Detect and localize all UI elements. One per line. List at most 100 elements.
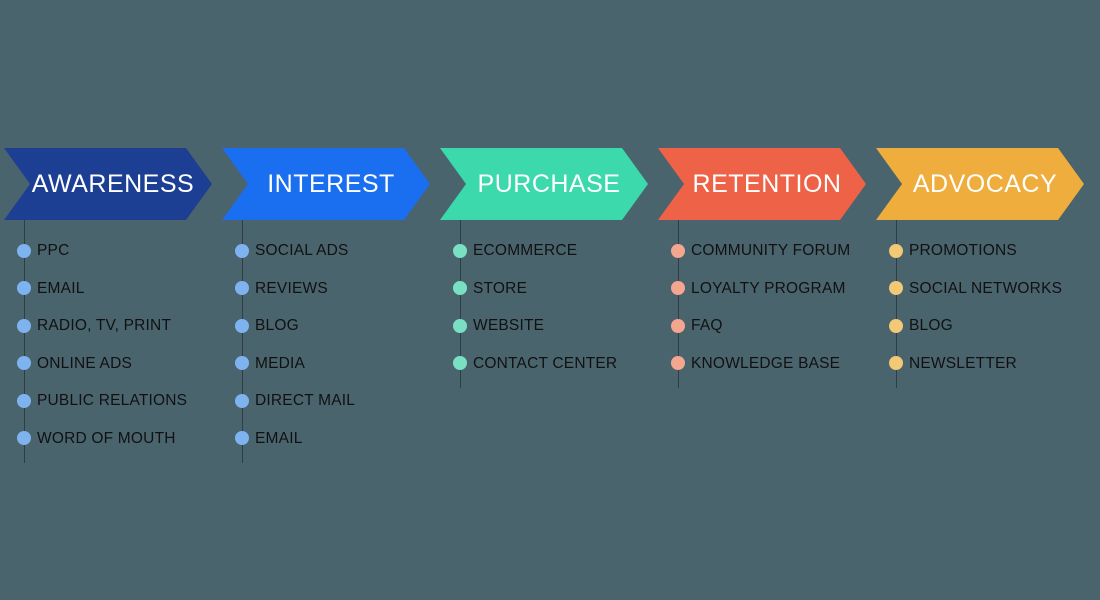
bullet-dot-icon: [453, 281, 467, 296]
stage-channel-list: PROMOTIONS SOCIAL NETWORKS BLOG NEWSLETTER: [876, 220, 1084, 388]
list-item[interactable]: SOCIAL ADS: [222, 232, 430, 270]
stage-chevron[interactable]: RETENTION: [658, 148, 866, 220]
bullet-dot-icon: [17, 243, 31, 258]
list-item[interactable]: ONLINE ADS: [4, 345, 212, 383]
stage-title: RETENTION: [692, 169, 842, 198]
chevron-shape-icon: [658, 148, 866, 220]
connector-line: [896, 220, 898, 388]
bullet-dot-icon: [453, 356, 467, 371]
bullet-dot-icon: [671, 318, 685, 333]
list-item-label: DIRECT MAIL: [255, 392, 356, 409]
list-item-label: REVIEWS: [255, 279, 328, 297]
bullet-dot-icon: [17, 431, 31, 446]
list-item-label: WEBSITE: [473, 317, 545, 334]
list-item[interactable]: DIRECT MAIL: [222, 382, 430, 420]
bullet-dot-icon: [889, 356, 903, 371]
funnel-stage: RETENTION COMMUNITY FORUM LOYALTY PROGRAM F…: [658, 148, 866, 388]
bullet-dot-icon: [17, 281, 31, 296]
list-item[interactable]: LOYALTY PROGRAM: [658, 270, 866, 308]
bullet-dot-icon: [235, 431, 249, 446]
funnel-stage: AWARENESS PPC EMAIL RADIO, TV, PRINT ONLINE …: [4, 148, 212, 463]
bullet-dot-icon: [671, 281, 685, 296]
list-item-label: FAQ: [691, 317, 723, 334]
list-item-label: NEWSLETTER: [909, 354, 1017, 372]
list-item[interactable]: EMAIL: [222, 420, 430, 458]
list-item[interactable]: SOCIAL NETWORKS: [876, 270, 1084, 308]
list-item-label: ECOMMERCE: [473, 242, 578, 259]
list-item[interactable]: KNOWLEDGE BASE: [658, 345, 866, 383]
stage-title: PURCHASE: [477, 169, 621, 198]
funnel-stage: PURCHASE ECOMMERCE STORE WEBSITE CONTACT CEN…: [440, 148, 648, 388]
list-item-label: STORE: [473, 279, 528, 297]
list-item[interactable]: STORE: [440, 270, 648, 308]
list-item[interactable]: RADIO, TV, PRINT: [4, 307, 212, 345]
list-item[interactable]: ECOMMERCE: [440, 232, 648, 270]
bullet-dot-icon: [889, 281, 903, 296]
list-item[interactable]: NEWSLETTER: [876, 345, 1084, 383]
list-item-label: KNOWLEDGE BASE: [691, 354, 841, 372]
connector-line: [678, 220, 680, 388]
list-item-label: EMAIL: [255, 429, 303, 447]
list-item[interactable]: BLOG: [222, 307, 430, 345]
bullet-dot-icon: [889, 243, 903, 258]
list-item[interactable]: MEDIA: [222, 345, 430, 383]
stage-chevron[interactable]: PURCHASE: [440, 148, 648, 220]
funnel-stage: ADVOCACY PROMOTIONS SOCIAL NETWORKS BLOG NEW…: [876, 148, 1084, 388]
list-item[interactable]: PROMOTIONS: [876, 232, 1084, 270]
bullet-dot-icon: [889, 318, 903, 333]
bullet-dot-icon: [17, 393, 31, 408]
list-item[interactable]: PPC: [4, 232, 212, 270]
list-item-label: WORD OF MOUTH: [37, 429, 176, 447]
list-item-label: RADIO, TV, PRINT: [37, 317, 172, 334]
funnel-stage: INTEREST SOCIAL ADS REVIEWS BLOG MEDIA DIRECT…: [222, 148, 430, 463]
list-item-label: EMAIL: [37, 279, 85, 297]
list-item[interactable]: REVIEWS: [222, 270, 430, 308]
list-item[interactable]: COMMUNITY FORUM: [658, 232, 866, 270]
list-item[interactable]: BLOG: [876, 307, 1084, 345]
bullet-dot-icon: [235, 393, 249, 408]
bullet-dot-icon: [671, 356, 685, 371]
bullet-dot-icon: [671, 243, 685, 258]
connector-line: [24, 220, 26, 463]
bullet-dot-icon: [235, 243, 249, 258]
list-item-label: BLOG: [255, 317, 299, 334]
chevron-shape-icon: [440, 148, 648, 220]
list-item-label: BLOG: [909, 317, 953, 334]
bullet-dot-icon: [17, 356, 31, 371]
list-item-label: PROMOTIONS: [909, 242, 1017, 259]
list-item-label: SOCIAL NETWORKS: [909, 279, 1063, 297]
list-item-label: PUBLIC RELATIONS: [37, 392, 188, 409]
list-item[interactable]: CONTACT CENTER: [440, 345, 648, 383]
stage-title: INTEREST: [267, 169, 395, 198]
bullet-dot-icon: [235, 356, 249, 371]
list-item-label: COMMUNITY FORUM: [691, 242, 851, 259]
chevron-shape-icon: [222, 148, 430, 220]
stage-channel-list: SOCIAL ADS REVIEWS BLOG MEDIA DIRECT MAIL EMA…: [222, 220, 430, 463]
bullet-dot-icon: [453, 318, 467, 333]
list-item-label: ONLINE ADS: [37, 354, 133, 372]
stage-chevron[interactable]: ADVOCACY: [876, 148, 1084, 220]
stage-chevron[interactable]: INTEREST: [222, 148, 430, 220]
stage-channel-list: PPC EMAIL RADIO, TV, PRINT ONLINE ADS PUBLIC…: [4, 220, 212, 463]
list-item-label: PPC: [37, 242, 70, 259]
stage-channel-list: ECOMMERCE STORE WEBSITE CONTACT CENTER: [440, 220, 648, 388]
list-item-label: SOCIAL ADS: [255, 242, 349, 259]
bullet-dot-icon: [453, 243, 467, 258]
stage-channel-list: COMMUNITY FORUM LOYALTY PROGRAM FAQ KNOWLED…: [658, 220, 866, 388]
list-item[interactable]: EMAIL: [4, 270, 212, 308]
stage-title: AWARENESS: [31, 169, 195, 198]
list-item[interactable]: FAQ: [658, 307, 866, 345]
connector-line: [460, 220, 462, 388]
list-item[interactable]: WEBSITE: [440, 307, 648, 345]
chevron-shape-icon: [876, 148, 1084, 220]
list-item[interactable]: WORD OF MOUTH: [4, 420, 212, 458]
bullet-dot-icon: [17, 318, 31, 333]
list-item-label: MEDIA: [255, 354, 306, 372]
stage-title: ADVOCACY: [912, 169, 1058, 198]
stage-chevron[interactable]: AWARENESS: [4, 148, 212, 220]
connector-line: [242, 220, 244, 463]
list-item-label: LOYALTY PROGRAM: [691, 279, 846, 297]
list-item[interactable]: PUBLIC RELATIONS: [4, 382, 212, 420]
bullet-dot-icon: [235, 318, 249, 333]
